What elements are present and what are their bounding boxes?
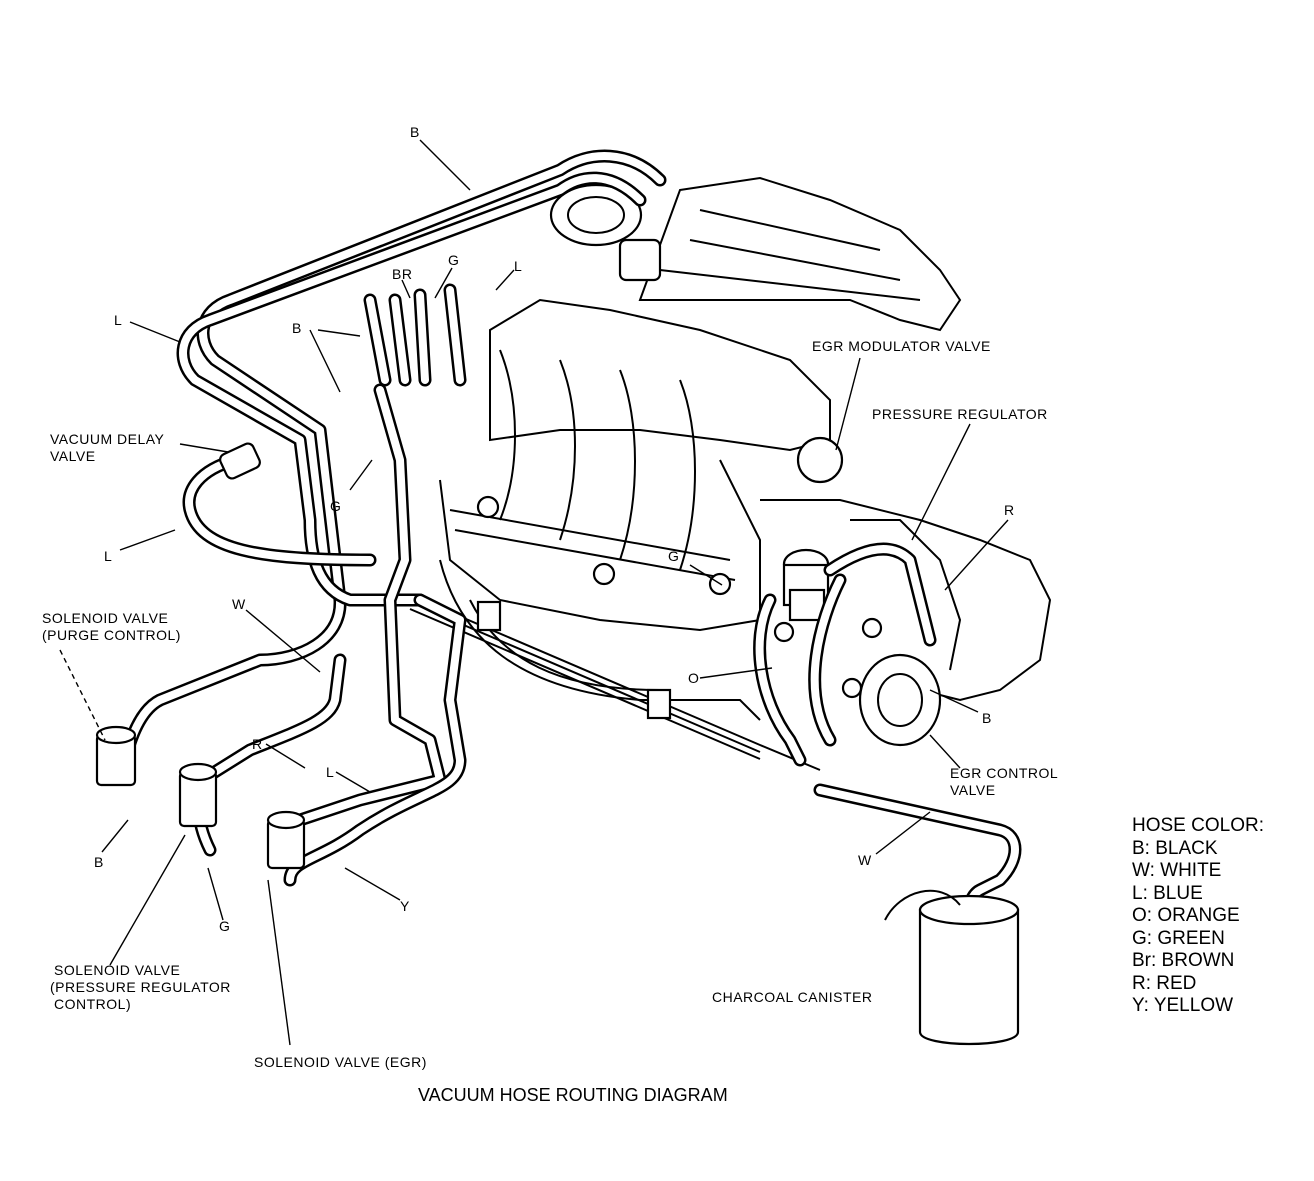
hose-label-b-top: B — [410, 124, 420, 140]
hose-label-o-right: O — [688, 670, 700, 686]
label-egr-modulator-valve: EGR MODULATOR VALVE — [812, 338, 991, 354]
label-solenoid-purge-line2: (PURGE CONTROL) — [42, 627, 181, 643]
label-egr-control-valve-line2: VALVE — [950, 782, 996, 798]
hose-label-w-right: W — [858, 852, 872, 868]
hose-label-br: BR — [392, 266, 413, 282]
hose-label-r-right: R — [1004, 502, 1015, 518]
hose-label-w-left: W — [232, 596, 246, 612]
label-solenoid-purge-line1: SOLENOID VALVE — [42, 610, 169, 626]
legend-item: R: RED — [1132, 972, 1197, 994]
hose-label-l-left: L — [114, 312, 123, 328]
legend-item: Y: YELLOW — [1132, 995, 1234, 1016]
legend-item: Br: BROWN — [1132, 950, 1235, 971]
hose-label-y-bottom: Y — [400, 898, 410, 914]
engine-block — [409, 176, 1052, 771]
charcoal-canister-shape — [884, 889, 1020, 1046]
label-charcoal-canister: CHARCOAL CANISTER — [712, 989, 873, 1005]
hose-label-l-mid: L — [326, 764, 335, 780]
leader-lines — [59, 139, 1009, 1046]
label-solenoid-egr: SOLENOID VALVE (EGR) — [254, 1054, 427, 1070]
label-egr-control-valve-line1: EGR CONTROL — [950, 765, 1059, 781]
label-pressure-regulator: PRESSURE REGULATOR — [872, 406, 1048, 422]
solenoid-valves-shapes — [95, 725, 306, 870]
legend-item: O: ORANGE — [1132, 905, 1240, 926]
legend-title: HOSE COLOR: — [1132, 815, 1264, 836]
hose-label-l-top: L — [514, 258, 523, 274]
label-vacuum-delay-valve-line2: VALVE — [50, 448, 96, 464]
hose-label-g-mid: G — [330, 498, 342, 514]
label-solenoid-pressure-regulator-line2: (PRESSURE REGULATOR — [50, 979, 231, 995]
vacuum-delay-valve-shape — [219, 442, 261, 480]
hose-label-g-bottom: G — [219, 918, 231, 934]
vacuum-hoses — [118, 149, 1022, 922]
label-solenoid-pressure-regulator-line3: CONTROL) — [54, 996, 132, 1012]
hose-label-r-mid: R — [252, 736, 263, 752]
hose-label-g-right: G — [668, 548, 680, 564]
label-vacuum-delay-valve-line1: VACUUM DELAY — [50, 431, 165, 447]
diagram-caption: VACUUM HOSE ROUTING DIAGRAM — [418, 1085, 728, 1105]
hose-color-legend: HOSE COLOR: B: BLACK W: WHITE L: BLUE O:… — [1132, 815, 1264, 1018]
hose-label-b-bottom: B — [94, 854, 104, 870]
legend-item: L: BLUE — [1132, 882, 1203, 904]
hose-label-l-lower: L — [104, 548, 113, 564]
label-solenoid-pressure-regulator-line1: SOLENOID VALVE — [54, 962, 181, 978]
hose-label-b-left: B — [292, 320, 302, 336]
legend-item: B: BLACK — [1132, 837, 1218, 859]
legend-item: G: GREEN — [1132, 927, 1225, 949]
legend-item: W: WHITE — [1132, 860, 1222, 881]
hose-label-b-right: B — [982, 710, 992, 726]
hose-label-g-top: G — [448, 252, 460, 268]
